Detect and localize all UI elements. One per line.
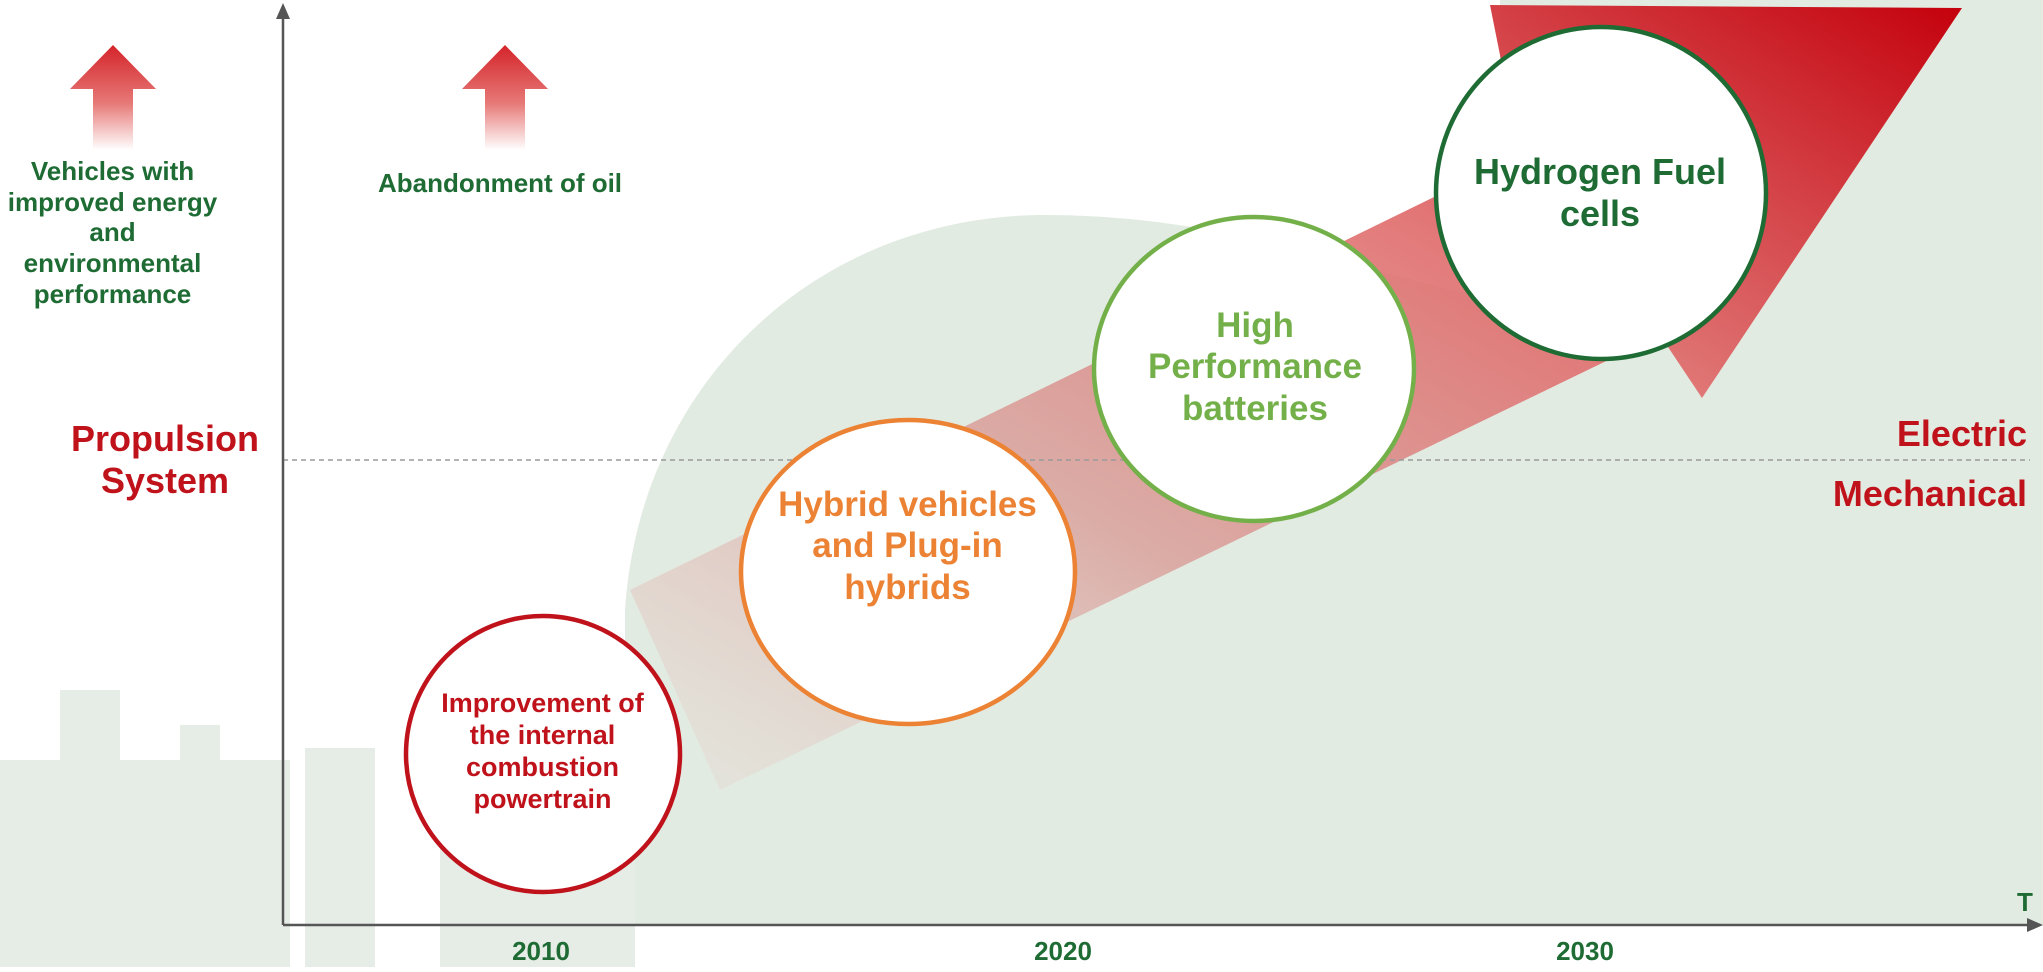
stage-label-hybrid: Hybrid vehicles and Plug-in hybrids <box>778 485 1037 607</box>
x-tick-label: 2030 <box>1556 936 1614 966</box>
x-tick-label: 2010 <box>512 936 570 966</box>
up-arrow-icon <box>70 45 156 150</box>
abandonment-note: Abandonment of oil <box>377 168 623 198</box>
x-axis-end-label: T <box>2017 887 2033 917</box>
stage-label-hydrogen: Hydrogen Fuel cells <box>1473 151 1727 235</box>
x-tick-label: 2020 <box>1034 936 1092 966</box>
performance-note: Vehicles with improved energy and enviro… <box>7 156 218 309</box>
up-arrow-icon <box>462 45 548 150</box>
stage-circle-hybrid <box>738 417 1078 727</box>
zone-label-electric: Electric <box>1896 413 2027 454</box>
propulsion-system-label: Propulsion System <box>71 418 259 502</box>
stage-label-combustion: Improvement of the internal combustion p… <box>441 688 644 814</box>
zone-label-mechanical: Mechanical <box>1832 473 2027 514</box>
stage-circle-hydrogen <box>1433 24 1769 362</box>
y-axis-arrowhead <box>276 3 290 19</box>
stage-circle-combustion <box>403 613 683 895</box>
x-axis-arrowhead <box>2027 918 2043 932</box>
stage-label-batteries: High Performance batteries <box>1148 306 1362 428</box>
stage-circle-batteries <box>1091 214 1417 524</box>
